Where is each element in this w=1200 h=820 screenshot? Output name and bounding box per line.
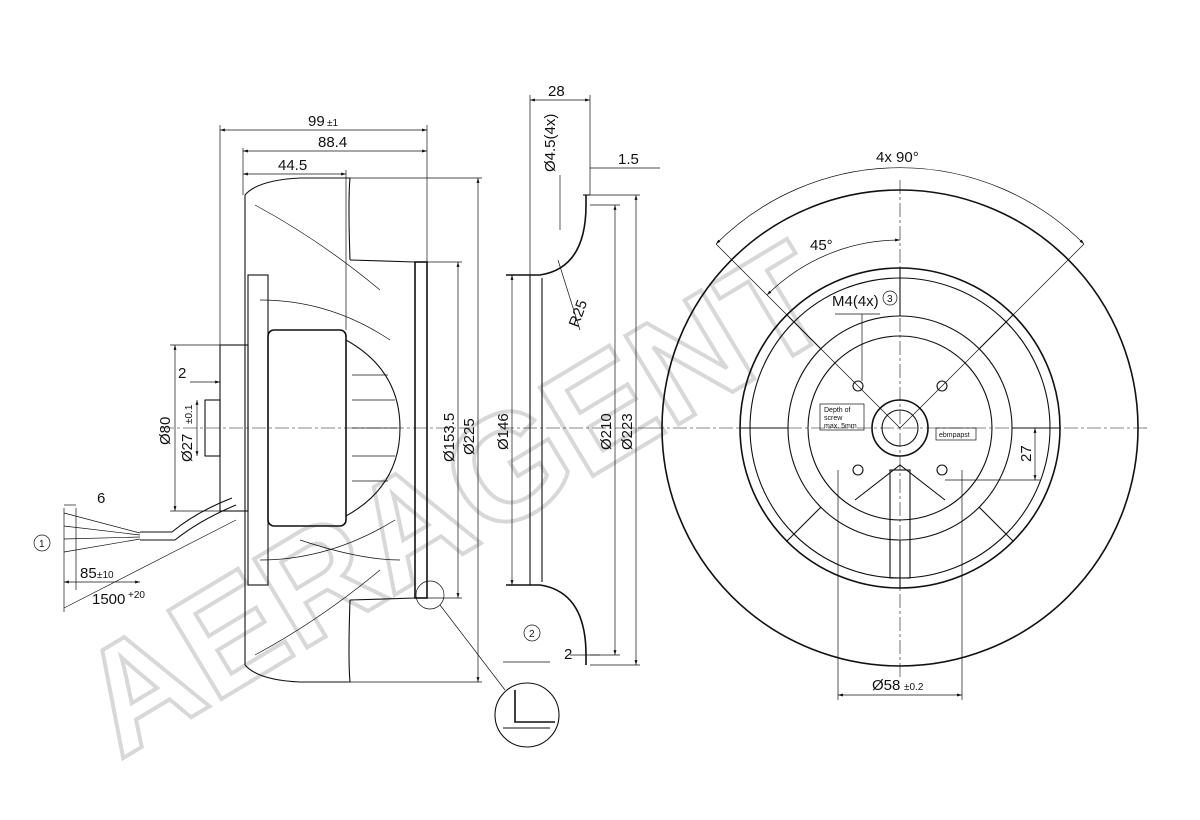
- shaft: [204, 399, 221, 457]
- ext-line: [899, 243, 1085, 429]
- shaft-bore: [881, 409, 919, 447]
- motor-face: [807, 335, 993, 521]
- blade-line: [259, 299, 391, 341]
- nozzle-profile-top: [506, 195, 587, 276]
- spoke: [786, 506, 822, 542]
- watermark-text: AERAGENT: [50, 210, 858, 788]
- dim-cable-strip: 6: [97, 490, 105, 507]
- dim-arc-45: [766, 238, 901, 296]
- dim-flange-dia: Ø223: [619, 413, 636, 450]
- dim-arc-90: [715, 167, 1085, 245]
- nozzle-view: 28 Ø4.5(4x) 1.5 R25 Ø146 Ø210 Ø223 2 2: [415, 83, 660, 748]
- dim-angle-pattern: 4x 90°: [876, 149, 919, 166]
- spoke: [978, 506, 1014, 542]
- dim-housing-width: 88.4: [318, 134, 347, 151]
- dim-throat-dia: Ø146: [495, 413, 512, 450]
- nozzle-profile-bottom: [506, 584, 587, 665]
- dim-shaft-dia-tol: ±0.1: [184, 404, 195, 424]
- dim-line-radius: [557, 259, 581, 331]
- bolt-hole: [852, 380, 864, 392]
- dim-cable-lead-tol: ±10: [97, 570, 114, 581]
- cable-outlet: [889, 469, 911, 579]
- outer-rim: [661, 189, 1139, 667]
- shroud-bottom: [349, 597, 416, 601]
- brand-label-box: [935, 427, 977, 441]
- label-depth-line2: screw: [824, 415, 843, 422]
- wire: [63, 525, 141, 536]
- dim-hole: Ø4.5(4x): [542, 114, 559, 172]
- label-depth-line1: Depth of: [824, 407, 851, 414]
- bolt-hole: [936, 380, 948, 392]
- blade-line: [259, 519, 396, 561]
- dim-inlet-dia: Ø153.5: [441, 413, 458, 462]
- watermark: AERAGENT: [48, 208, 860, 790]
- dim-outer-dia: Ø225: [461, 418, 478, 455]
- dim-cable-length-tol: +20: [128, 590, 145, 601]
- dim-shaft-dia: Ø27: [179, 434, 196, 462]
- label-depth-line3: max. 5mm: [824, 423, 857, 430]
- dim-flange-thk: 2: [564, 646, 572, 663]
- dim-ring-dia: Ø210: [598, 413, 615, 450]
- dim-depth: 28: [548, 83, 565, 100]
- dim-overall-width-tol: ±1: [327, 118, 338, 129]
- dim-hub-dia: Ø80: [157, 417, 174, 445]
- detail-profile: [514, 690, 555, 723]
- inlet-ring: [414, 261, 428, 599]
- dim-angle-offset: 45°: [810, 237, 833, 254]
- dim-thread: M4(4x): [832, 293, 879, 310]
- dim-lip: 1.5: [618, 151, 639, 168]
- motor-rotor: [345, 339, 401, 517]
- shroud-top: [349, 259, 416, 263]
- blade-line: [254, 569, 381, 656]
- dim-offset: 27: [1018, 445, 1035, 462]
- ext-line: [715, 243, 901, 429]
- dim-bolt-circle-tol: ±0.2: [904, 682, 924, 693]
- cable: [140, 504, 237, 541]
- blade-top: [244, 177, 351, 261]
- callout-circle: [882, 290, 898, 306]
- wire: [63, 512, 141, 534]
- label-brand: ebmpapst: [939, 432, 970, 439]
- dim-line-1500: [63, 519, 237, 609]
- dim-cable-lead: 85: [80, 565, 97, 582]
- wire: [63, 536, 141, 540]
- depth-label-box: [819, 403, 865, 431]
- cable: [140, 497, 233, 533]
- dim-overall-width: 99: [308, 113, 325, 130]
- hub-bore: [871, 399, 929, 457]
- callout-cable: 1: [39, 539, 45, 550]
- dim-cable-length: 1500: [92, 591, 125, 608]
- detail-circle: [494, 682, 560, 748]
- side-view: 99 ±1 88.4 44.5 2 Ø80 Ø27 ±0.1 Ø153.5 Ø2…: [33, 113, 482, 683]
- cable-guide: [854, 464, 946, 501]
- dim-bolt-circle: Ø58: [872, 677, 900, 694]
- callout-circle: [33, 534, 51, 552]
- dim-motor-offset: 44.5: [278, 157, 307, 174]
- wire: [63, 538, 141, 553]
- bolt-hole: [852, 464, 864, 476]
- bolt-hole: [936, 464, 948, 476]
- detail-leader: [439, 604, 506, 691]
- detail-marker: [415, 580, 445, 610]
- callout-thread: 3: [887, 294, 893, 305]
- blade-bottom: [244, 599, 351, 683]
- callout-circle: [523, 624, 541, 642]
- motor-body: [267, 329, 347, 527]
- callout-detail: 2: [529, 629, 535, 640]
- blade-line: [299, 539, 401, 561]
- front-view: Depth of screw max. 5mm ebmpapst 4x 90° …: [650, 149, 1150, 700]
- blade-line: [254, 204, 381, 291]
- dim-flange-step: 2: [178, 365, 186, 382]
